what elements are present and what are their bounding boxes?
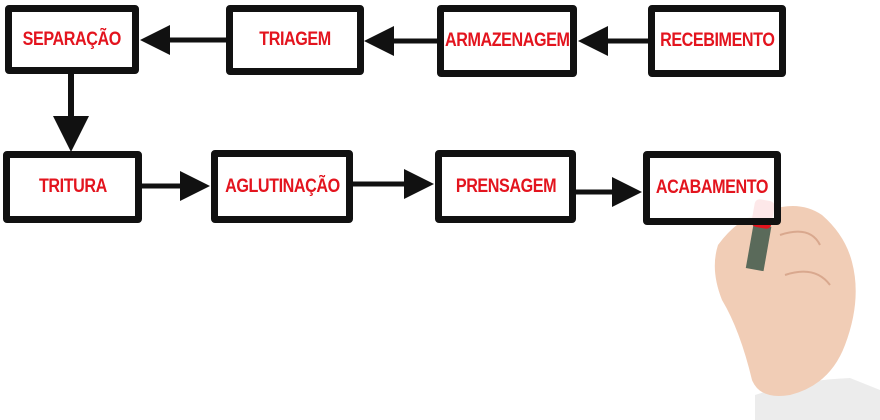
step-label: TRIAGEM — [259, 29, 331, 50]
step-label: ACABAMENTO — [655, 177, 769, 198]
step-label: TRITURA — [38, 176, 107, 197]
marker-body — [745, 223, 772, 272]
step-label: ARMAZENAGEM — [444, 30, 570, 51]
step-separacao: SEPARAÇÃO — [5, 5, 139, 74]
step-triagem: TRIAGEM — [226, 5, 364, 75]
step-tritura: TRITURA — [3, 151, 142, 223]
step-armazenagem: ARMAZENAGEM — [437, 5, 577, 77]
hand-with-marker — [714, 199, 880, 420]
step-label: AGLUTINAÇÃO — [224, 175, 340, 197]
step-label: PRENSAGEM — [455, 175, 556, 197]
step-acabamento: ACABAMENTO — [643, 151, 781, 225]
step-aglutinacao: AGLUTINAÇÃO — [211, 150, 353, 223]
step-prensagem: PRENSAGEM — [435, 150, 576, 223]
step-recebimento: RECEBIMENTO — [648, 5, 786, 77]
step-label: RECEBIMENTO — [659, 30, 775, 51]
step-label: SEPARAÇÃO — [22, 28, 122, 50]
hand — [714, 206, 856, 396]
